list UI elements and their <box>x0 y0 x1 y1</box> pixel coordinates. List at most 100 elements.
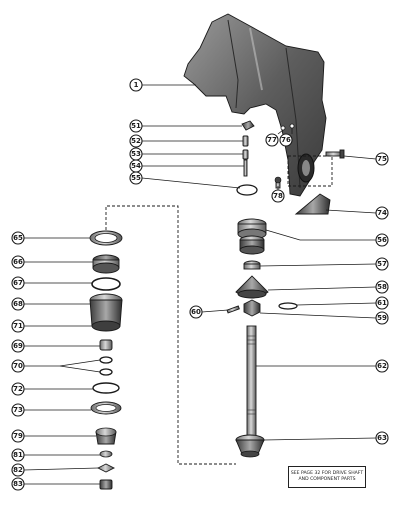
callout-82: 82 <box>11 463 25 477</box>
reference-note-line-1: SEE PAGE 32 FOR DRIVE SHAFT <box>290 471 364 476</box>
dashed-guide-housing <box>287 155 333 187</box>
svg-text:77: 77 <box>267 136 277 144</box>
part-54-rod <box>243 159 248 177</box>
callout-65: 65 <box>11 231 25 245</box>
gear-housing <box>183 13 327 197</box>
svg-text:82: 82 <box>13 466 23 474</box>
callout-79: 79 <box>11 429 25 443</box>
callout-68: 68 <box>11 297 25 311</box>
svg-text:1: 1 <box>134 81 139 89</box>
part-56-bearing-cone <box>239 235 265 255</box>
callout-81: 81 <box>11 448 25 462</box>
callout-67: 67 <box>11 276 25 290</box>
callout-58: 58 <box>375 280 389 294</box>
part-70-washer-top <box>99 356 113 364</box>
callout-63: 63 <box>375 431 389 445</box>
part-72-ring <box>92 382 120 394</box>
part-69-bushing <box>99 339 113 351</box>
callout-76: 76 <box>279 133 293 147</box>
svg-text:54: 54 <box>131 162 141 170</box>
callout-74: 74 <box>375 206 389 220</box>
leader-lines <box>23 84 377 485</box>
svg-text:65: 65 <box>13 234 23 242</box>
callout-75: 75 <box>375 152 389 166</box>
svg-text:66: 66 <box>13 258 23 266</box>
part-73-bearing <box>90 401 122 415</box>
callout-62: 62 <box>375 359 389 373</box>
svg-text:51: 51 <box>131 122 141 130</box>
part-62-drive-shaft <box>246 325 257 439</box>
part-81-washer <box>99 450 113 458</box>
svg-text:67: 67 <box>13 279 23 287</box>
callout-54: 54 <box>129 159 143 173</box>
part-82-tab-washer <box>96 463 116 473</box>
part-66-bearing <box>92 254 120 274</box>
svg-text:62: 62 <box>377 362 387 370</box>
callout-77: 77 <box>265 133 279 147</box>
svg-text:55: 55 <box>131 174 141 182</box>
svg-text:79: 79 <box>13 432 23 440</box>
callout-83: 83 <box>11 477 25 491</box>
svg-text:70: 70 <box>13 362 23 370</box>
part-53-pin <box>242 149 249 160</box>
part-59-nut <box>243 299 261 317</box>
part-52-pin <box>242 135 249 147</box>
part-58-pinion-gear <box>235 275 269 299</box>
svg-text:72: 72 <box>13 385 23 393</box>
part-55-o-ring <box>236 184 258 196</box>
svg-text:60: 60 <box>191 308 201 316</box>
part-83-nut <box>99 479 113 490</box>
dashed-assembly-path <box>105 205 236 465</box>
svg-text:75: 75 <box>377 155 387 163</box>
part-61-o-ring <box>278 302 298 310</box>
reference-note-line-2: AND COMPONENT PARTS <box>298 477 356 483</box>
part-74-anode <box>294 193 331 215</box>
callout-71: 71 <box>11 319 25 333</box>
callout-73: 73 <box>11 403 25 417</box>
part-57-shim <box>243 260 261 270</box>
svg-text:83: 83 <box>13 480 23 488</box>
reference-note-box: SEE PAGE 32 FOR DRIVE SHAFT AND COMPONEN… <box>288 466 366 488</box>
svg-text:73: 73 <box>13 406 23 414</box>
callout-60: 60 <box>189 305 203 319</box>
svg-text:68: 68 <box>13 300 23 308</box>
svg-text:58: 58 <box>377 283 387 291</box>
callout-51: 51 <box>129 119 143 133</box>
svg-text:63: 63 <box>377 434 387 442</box>
part-65-seal-ring <box>89 230 123 246</box>
part-75-screw <box>325 149 345 159</box>
callout-53: 53 <box>129 147 143 161</box>
part-67-o-ring <box>91 277 121 291</box>
callout-61: 61 <box>375 296 389 310</box>
part-76-washer <box>289 123 295 129</box>
svg-text:78: 78 <box>273 192 283 200</box>
svg-text:71: 71 <box>13 322 23 330</box>
svg-text:76: 76 <box>281 136 291 144</box>
svg-text:59: 59 <box>377 314 387 322</box>
part-60-pin <box>226 305 240 314</box>
svg-text:56: 56 <box>377 236 387 244</box>
svg-text:74: 74 <box>377 209 387 217</box>
callout-69: 69 <box>11 339 25 353</box>
part-68-bearing-carrier <box>89 293 123 332</box>
callout-72: 72 <box>11 382 25 396</box>
callout-52: 52 <box>129 134 143 148</box>
part-51-plug <box>241 120 255 131</box>
callout-55: 55 <box>129 171 143 185</box>
callout-78: 78 <box>271 189 285 203</box>
callout-70: 70 <box>11 359 25 373</box>
svg-text:81: 81 <box>13 451 23 459</box>
callout-57: 57 <box>375 257 389 271</box>
part-70-washer-bottom <box>99 368 113 376</box>
part-77-washer <box>280 125 286 131</box>
part-63-forward-gear <box>235 434 265 458</box>
svg-text:57: 57 <box>377 260 387 268</box>
svg-text:53: 53 <box>131 150 141 158</box>
callout-66: 66 <box>11 255 25 269</box>
callout-56: 56 <box>375 233 389 247</box>
svg-text:61: 61 <box>377 299 387 307</box>
svg-text:52: 52 <box>131 137 141 145</box>
part-79-gear <box>95 427 117 445</box>
svg-text:69: 69 <box>13 342 23 350</box>
